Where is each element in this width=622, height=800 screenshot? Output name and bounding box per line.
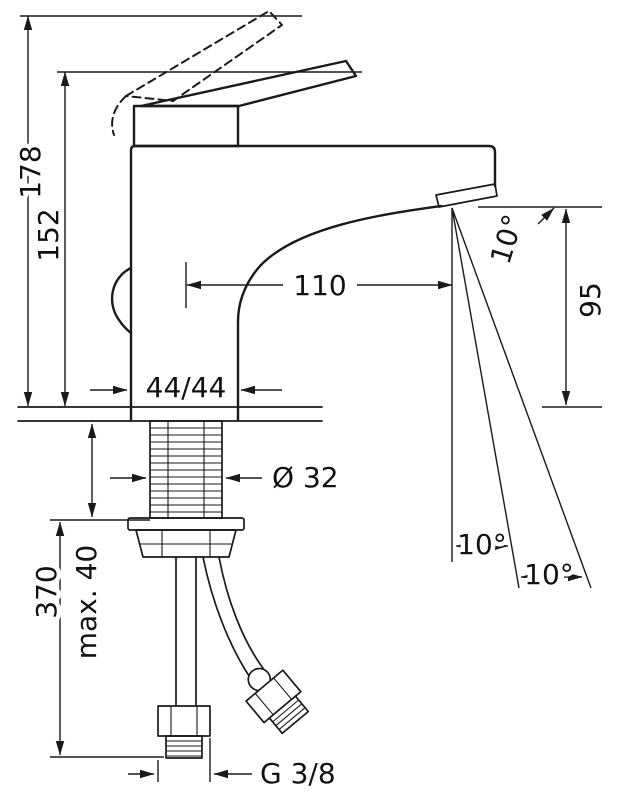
- body-left-detail: [110, 266, 133, 335]
- stream-line-outer: [451, 207, 592, 589]
- faucet-handle: [132, 59, 358, 148]
- supply-hose-left: [157, 556, 211, 759]
- dim-label-outlet-angle: 10°: [484, 211, 530, 268]
- hose-left-lines: [175, 556, 197, 707]
- dim-spout-reach: 110: [185, 262, 453, 308]
- hose-right-thread-lines: [272, 699, 306, 730]
- dim-hose-length: 370: [26, 519, 164, 758]
- dim-overall-height: 178: [10, 15, 302, 407]
- handle-lever: [139, 59, 358, 108]
- deck-lines: [17, 406, 323, 422]
- body-spout-outline: [129, 144, 497, 422]
- dim-label-swivel-outer: 10°: [524, 558, 574, 591]
- hose-left-thread: [165, 735, 203, 759]
- dim-label-110: 110: [293, 269, 346, 302]
- mounting-nut: [135, 529, 237, 558]
- dim-shaft-diameter: Ø 32: [110, 457, 343, 499]
- threaded-shaft: [149, 420, 223, 519]
- spout-underside: [236, 204, 443, 422]
- dim-height-to-spout: 152: [28, 71, 362, 407]
- hose-left-hex-facets: [170, 706, 198, 736]
- label-mask: [283, 267, 357, 302]
- hose-right-lines: [202, 556, 266, 680]
- hose-left-hex-nut: [157, 705, 211, 737]
- dim-label-swivel-inner: 10°: [457, 528, 507, 561]
- dim-label-95: 95: [574, 282, 607, 318]
- handle-raised-arc: [111, 95, 127, 136]
- hose-right-fitting: [245, 667, 310, 735]
- dim-max-mounting-thickness: max. 40: [66, 423, 108, 664]
- hose-right-hex-facets: [254, 677, 293, 716]
- dim-outlet-height: 95: [478, 206, 612, 408]
- mounting-nut-facets: [140, 530, 232, 557]
- stream-line-inner: [451, 207, 520, 589]
- dim-label-152: 152: [32, 208, 65, 261]
- faucet-body: [110, 144, 498, 422]
- shaft-inner-tubes: [167, 421, 205, 518]
- dim-outlet-angle: 10°: [479, 206, 555, 272]
- dim-label-178: 178: [14, 145, 47, 198]
- handle-raised-dashed: [111, 10, 283, 136]
- stream-angle-lines: [451, 207, 592, 589]
- handle-base: [132, 104, 240, 148]
- dim-body-cross-section: 44/44: [90, 371, 282, 406]
- handle-raised-outline: [125, 10, 283, 102]
- supply-hose-right: [202, 556, 310, 735]
- dim-connection-thread: G 3/8: [128, 738, 340, 795]
- label-mask: [140, 373, 232, 406]
- dim-label-max-40: max. 40: [70, 545, 103, 659]
- shaft-thread-hatch: [150, 427, 222, 513]
- mounting-deck: [17, 406, 323, 422]
- spout-aerator: [435, 183, 498, 208]
- leader-line: [537, 207, 555, 225]
- dim-swivel-angle-outer: 10°: [520, 554, 583, 596]
- dim-label-44-44: 44/44: [146, 371, 227, 404]
- hose-left-thread-lines: [166, 740, 202, 757]
- mounting-hardware: [127, 517, 245, 558]
- dim-label-diameter-32: Ø 32: [272, 461, 339, 494]
- dim-swivel-angle-inner: 10°: [453, 524, 512, 566]
- dim-label-370: 370: [30, 565, 63, 618]
- dim-label-g38: G 3/8: [260, 757, 336, 790]
